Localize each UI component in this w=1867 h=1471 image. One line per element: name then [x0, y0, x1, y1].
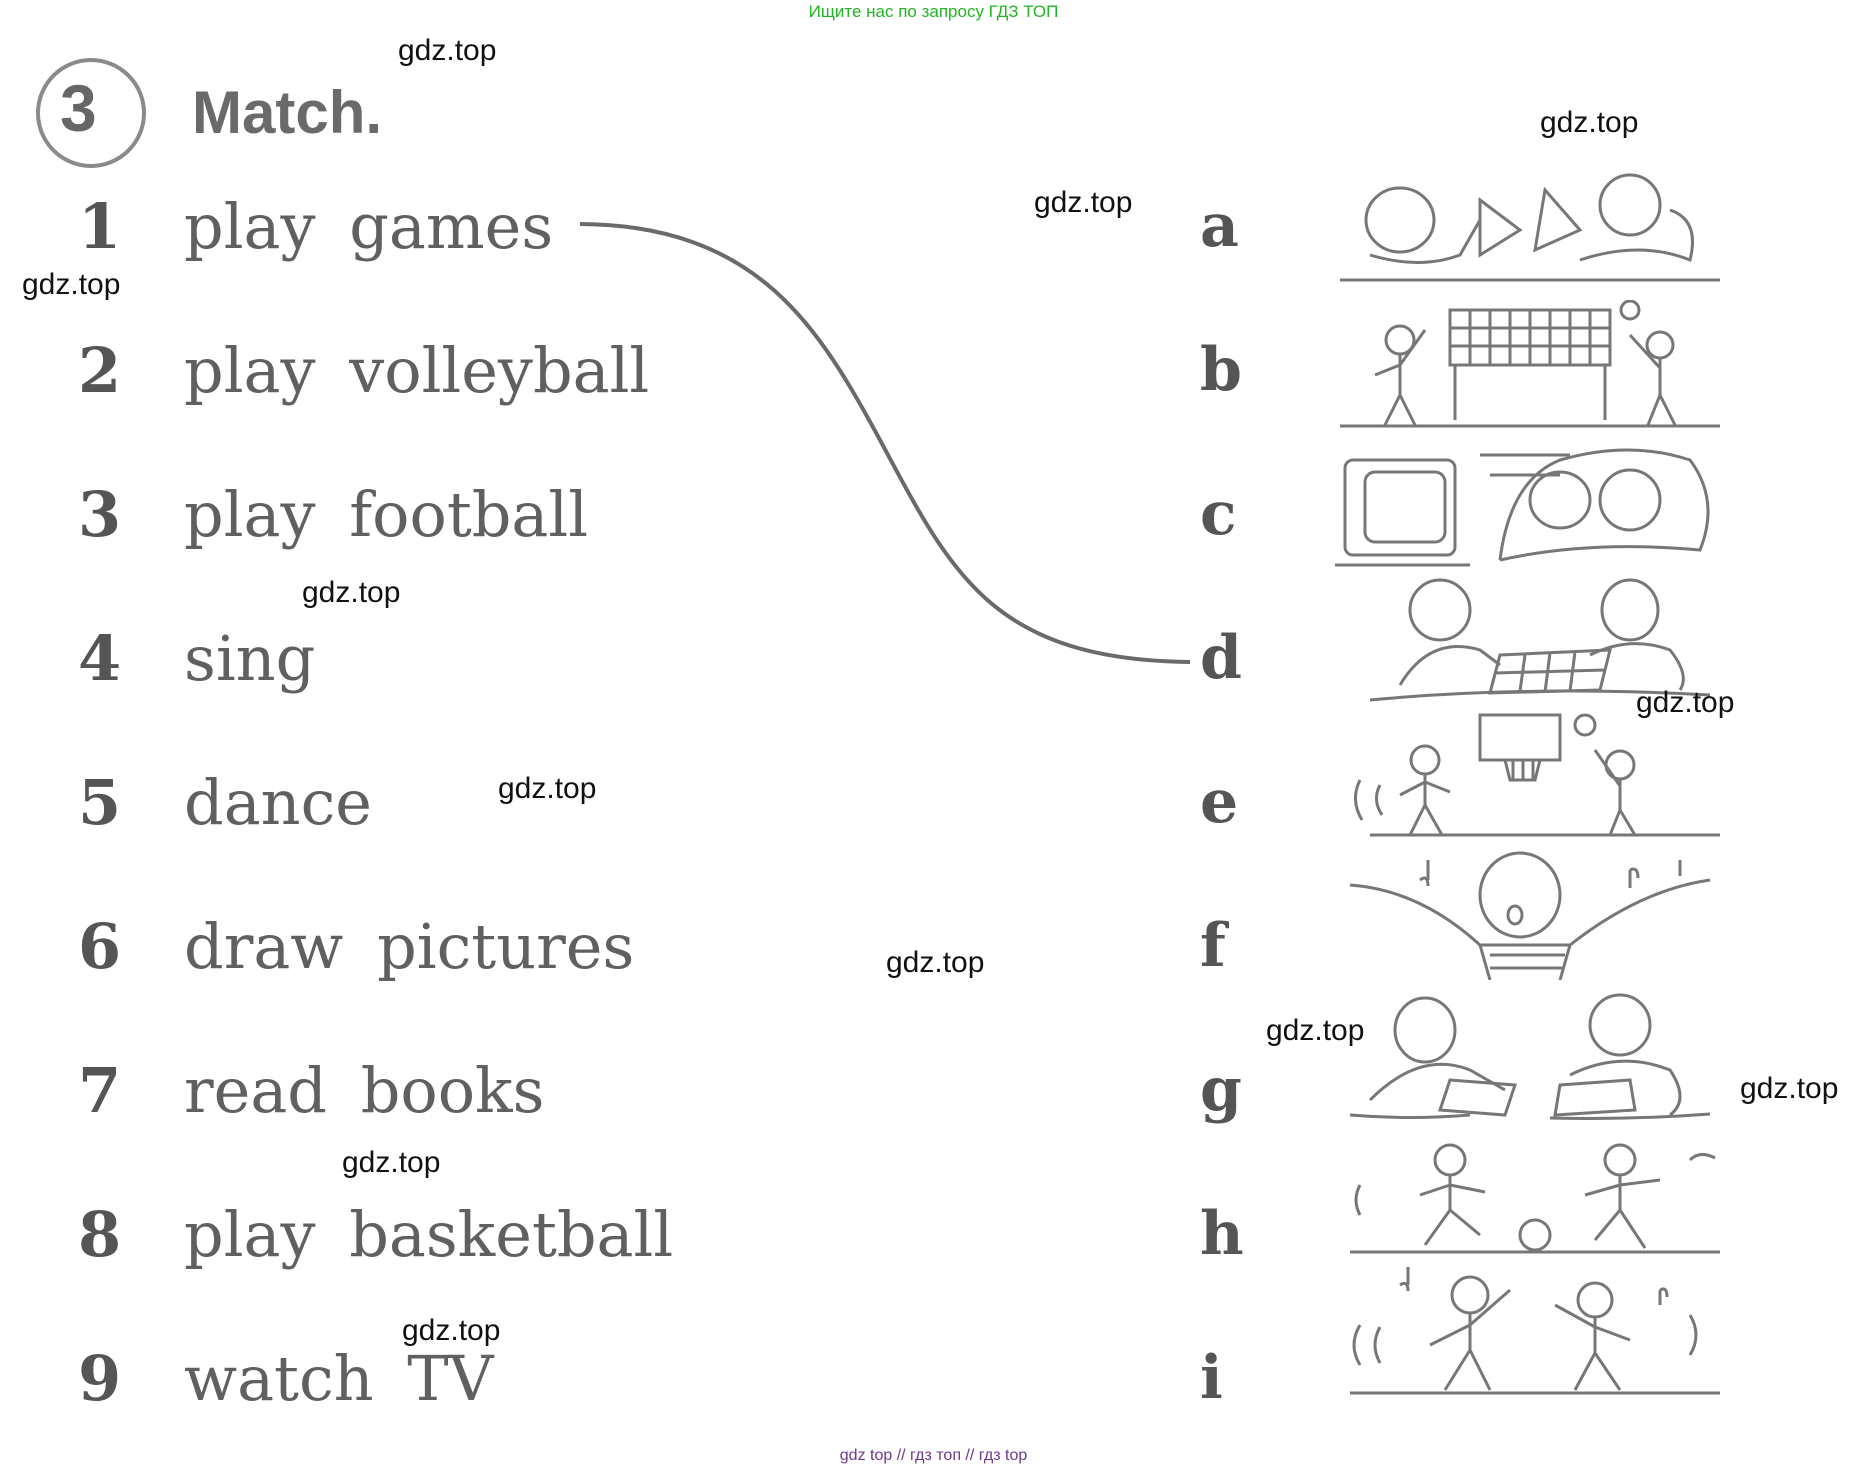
item-number: 6 [78, 910, 122, 983]
basketball-picture [1354, 713, 1720, 837]
singing-picture [1349, 851, 1711, 980]
dancing-picture [1350, 1267, 1720, 1395]
item-number: 7 [78, 1054, 122, 1127]
task-title: Match. [192, 79, 383, 146]
watermark: gdz.top [1034, 186, 1133, 219]
item-letter: b [1200, 335, 1242, 405]
reading-books-picture [1340, 173, 1720, 282]
watermark: gdz.top [342, 1146, 441, 1179]
item-letter: i [1200, 1343, 1223, 1413]
watermark: gdz.top [1636, 686, 1735, 719]
watermark: gdz.top [1540, 106, 1639, 139]
item-number: 5 [78, 766, 122, 839]
item-phrase: dance [184, 766, 372, 839]
watermark: gdz.top [1740, 1072, 1839, 1105]
watermark: gdz.top [402, 1314, 501, 1347]
item-phrase: play football [184, 478, 589, 551]
item-phrase: read books [184, 1054, 545, 1127]
board-game-picture [1369, 578, 1711, 702]
item-number: 4 [78, 622, 122, 695]
drawing-picture [1349, 993, 1711, 1120]
watching-tv-picture [1335, 448, 1710, 567]
watermark: gdz.top [886, 946, 985, 979]
item-letter: a [1200, 191, 1239, 261]
item-number: 3 [78, 478, 122, 551]
item-phrase: play basketball [184, 1198, 674, 1271]
item-letter: h [1200, 1199, 1244, 1269]
top-banner: Ищите нас по запросу ГДЗ ТОП [808, 2, 1059, 21]
item-phrase: watch TV [184, 1342, 494, 1415]
item-phrase: sing [184, 622, 316, 695]
item-letter: g [1200, 1055, 1242, 1125]
item-number: 2 [78, 334, 122, 407]
task-number-circle [36, 58, 146, 168]
football-picture [1350, 1143, 1720, 1254]
watermark: gdz.top [498, 772, 597, 805]
item-number: 9 [78, 1342, 122, 1415]
watermark: gdz.top [302, 576, 401, 609]
item-number: 8 [78, 1198, 122, 1271]
watermark: gdz.top [398, 34, 497, 67]
task-number: 3 [60, 71, 97, 145]
item-letter: f [1200, 911, 1226, 981]
watermark: gdz.top [1266, 1014, 1365, 1047]
item-letter: d [1200, 623, 1242, 693]
watermark: gdz.top [22, 268, 121, 301]
item-phrase: play games [184, 190, 554, 263]
item-phrase: play volleyball [184, 334, 650, 407]
item-number: 1 [78, 190, 122, 263]
volleyball-picture [1340, 300, 1720, 428]
item-letter: c [1200, 479, 1237, 549]
item-phrase: draw pictures [184, 910, 635, 983]
item-letter: e [1200, 767, 1239, 837]
bottom-banner: gdz top // гдз топ // гдз top [839, 1447, 1028, 1464]
